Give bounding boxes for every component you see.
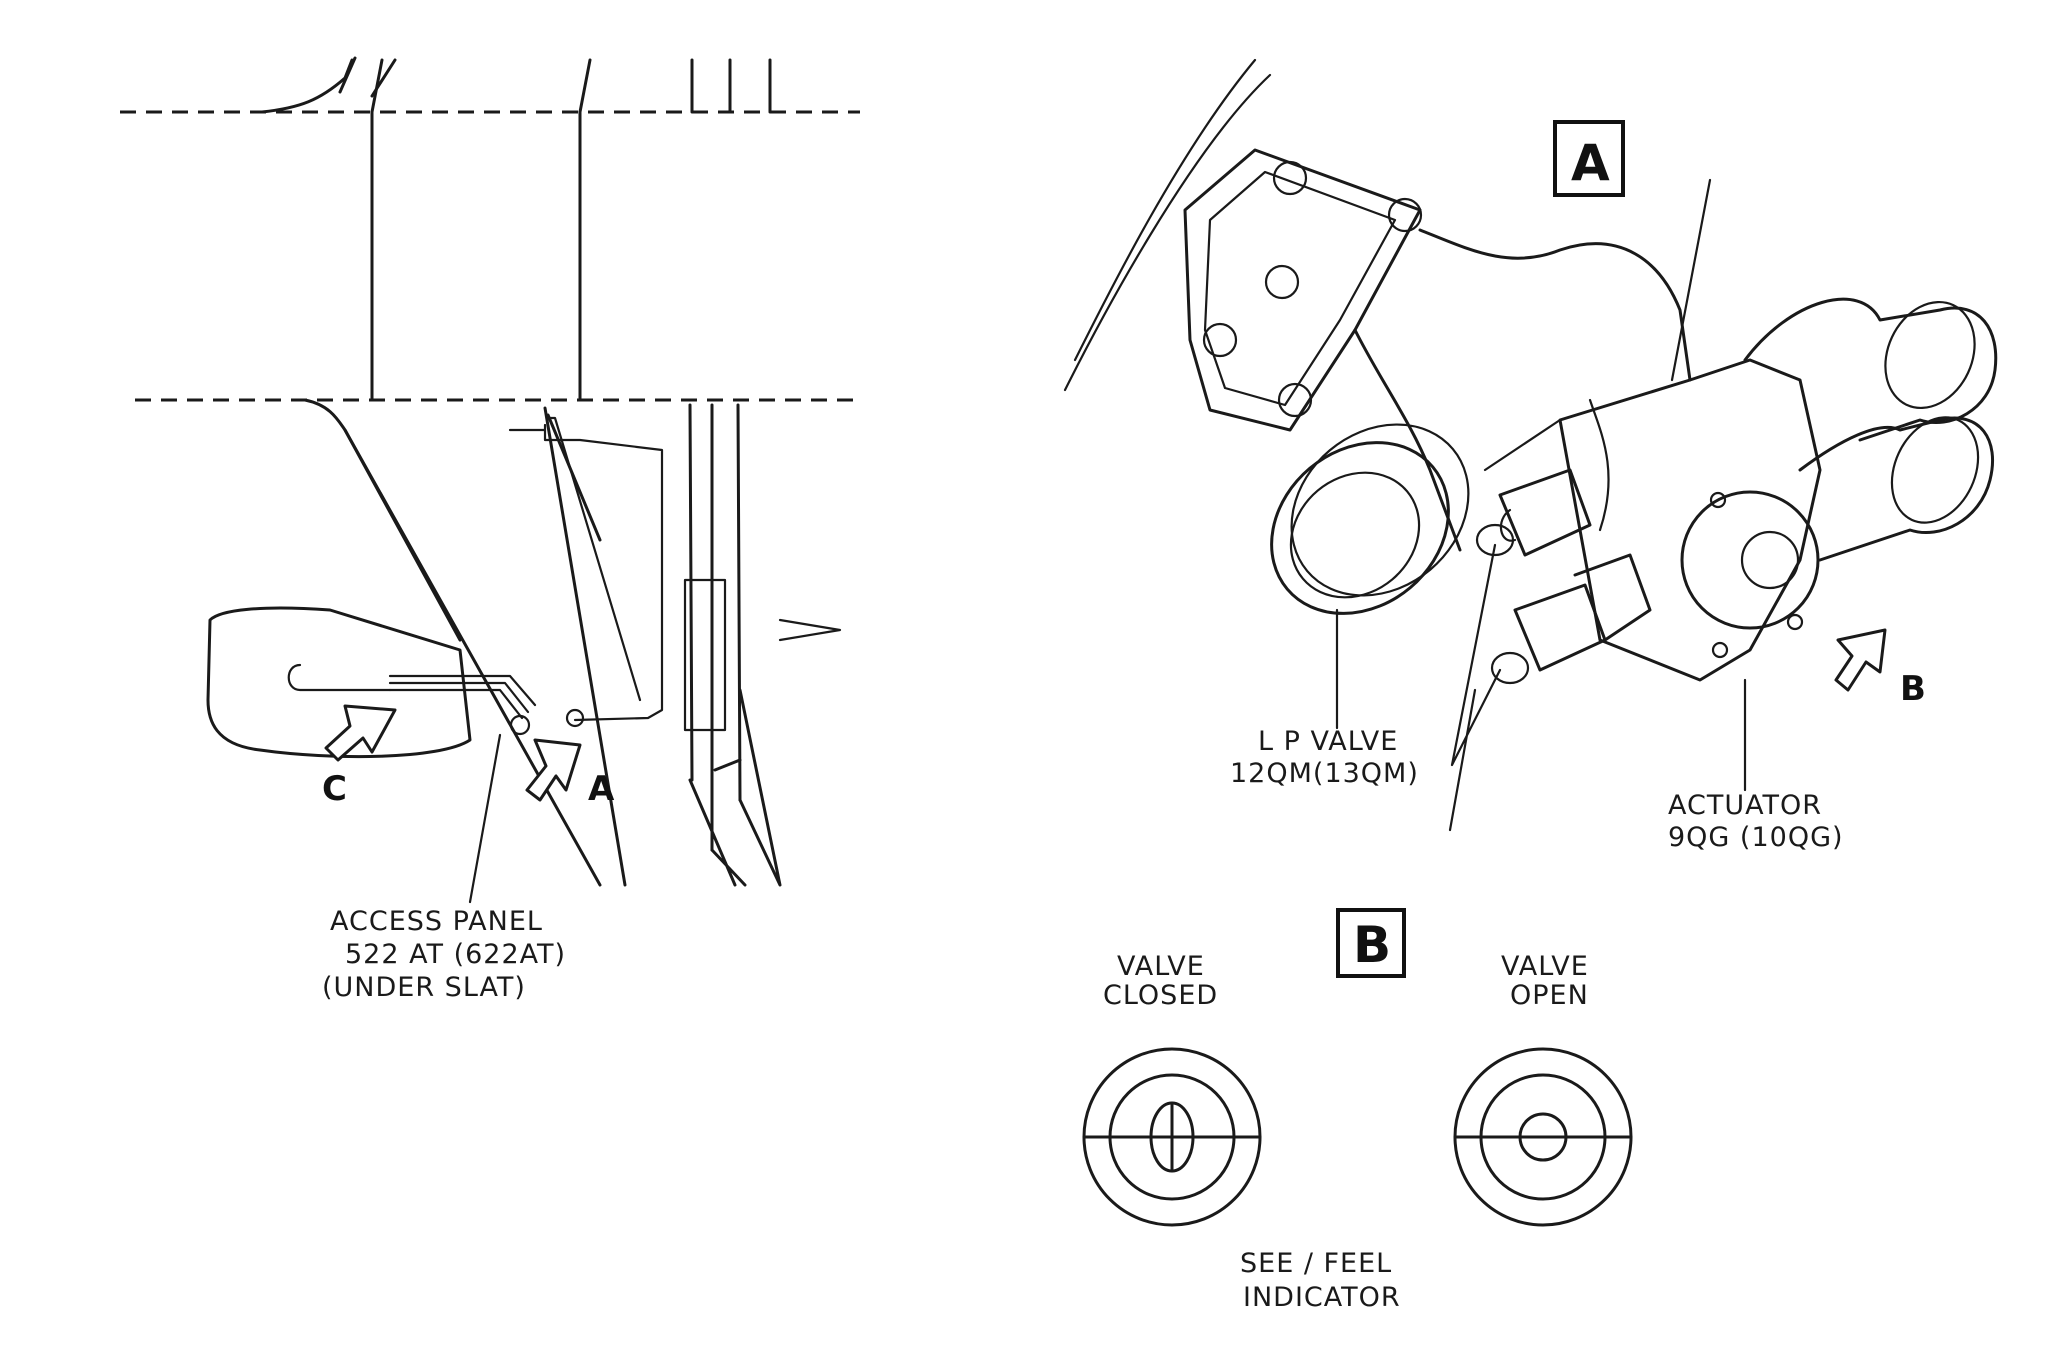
view-a-lp-valve: A bbox=[1063, 58, 1998, 853]
position-switch-lower bbox=[1490, 553, 1652, 685]
wing-structure-view: C A ACCESS PANEL 522 AT (622AT) (UNDER S… bbox=[120, 56, 860, 1003]
arrow-c-icon bbox=[324, 704, 397, 762]
access-panel-label-1: ACCESS PANEL bbox=[330, 906, 543, 937]
flange-bolt-2 bbox=[1387, 197, 1423, 233]
actuator-screw-1 bbox=[1709, 491, 1727, 509]
arrow-c-callout: C bbox=[322, 704, 397, 809]
arrow-b-callout: B bbox=[1834, 628, 1926, 709]
flange-bolt-4 bbox=[1202, 322, 1238, 358]
actuator-screw-2 bbox=[1786, 613, 1804, 631]
pylon-inner-edge bbox=[343, 428, 462, 642]
flange-bolt-1 bbox=[1272, 160, 1308, 196]
switch-lower-cover bbox=[1573, 553, 1652, 642]
view-b-indicator: B VALVE CLOSED VALVE OPEN SEE / FEEL IND… bbox=[1082, 908, 1633, 1313]
lp-valve-switch-leaders bbox=[1448, 543, 1502, 832]
duct-side-line bbox=[546, 416, 642, 702]
fairing-top-curve bbox=[260, 58, 354, 114]
access-panel-leader bbox=[468, 733, 502, 904]
skin-line-2 bbox=[1063, 73, 1272, 392]
open-center-indicator bbox=[1518, 1112, 1568, 1162]
valve-body-details bbox=[1483, 398, 1610, 532]
duct-pipes bbox=[388, 674, 537, 720]
access-panel-label-2: 522 AT (622AT) bbox=[345, 939, 566, 970]
valve-location-dot-2 bbox=[565, 708, 585, 728]
arrow-a-icon bbox=[525, 738, 582, 802]
actuator-body bbox=[1558, 358, 1822, 682]
valve-open-label-2: OPEN bbox=[1510, 980, 1589, 1011]
view-b-box-label: B bbox=[1353, 916, 1391, 974]
bleed-duct-line bbox=[508, 423, 664, 722]
arrow-b-icon bbox=[1834, 628, 1887, 692]
slat-cutout bbox=[287, 663, 392, 692]
valve-body-top bbox=[1418, 228, 1692, 382]
spar-lower-3 bbox=[736, 403, 742, 802]
see-feel-label-1: SEE / FEEL bbox=[1240, 1248, 1392, 1279]
view-a-box bbox=[1553, 120, 1625, 197]
mounting-flange-inner bbox=[1203, 170, 1397, 407]
arrow-b-label: B bbox=[1900, 669, 1926, 709]
outlet-tube-lower bbox=[1798, 416, 1995, 562]
flange-bolt-5 bbox=[1277, 382, 1313, 418]
spar-lower-1 bbox=[688, 403, 694, 782]
position-switch-upper bbox=[1475, 468, 1592, 557]
mounting-flange bbox=[1183, 148, 1422, 432]
actuator-indicator bbox=[1740, 530, 1800, 590]
actuator-screw-3 bbox=[1711, 641, 1729, 659]
skin-line-1 bbox=[1073, 58, 1257, 362]
actuator-label-2: 9QG (10QG) bbox=[1668, 822, 1844, 853]
pylon-right-edge bbox=[543, 406, 627, 887]
valve-closed-label-1: VALVE bbox=[1117, 951, 1205, 982]
arrow-a-label: A bbox=[588, 769, 615, 809]
view-b-box bbox=[1336, 908, 1406, 978]
outlet-tube-lower-end bbox=[1890, 416, 1980, 524]
valve-open-label-1: VALVE bbox=[1501, 951, 1589, 982]
outlet-ring-rim bbox=[1290, 423, 1470, 597]
view-a-box-label: A bbox=[1571, 134, 1610, 192]
arrow-c-label: C bbox=[322, 769, 347, 809]
valve-closed-label-2: CLOSED bbox=[1103, 980, 1218, 1011]
slat-outline bbox=[206, 606, 472, 759]
switch-upper-housing bbox=[1498, 468, 1592, 557]
fairing-top-strokes bbox=[338, 56, 397, 98]
spar-lower-lines bbox=[688, 688, 782, 887]
flange-bolt-3 bbox=[1264, 264, 1300, 300]
actuator-label-1: ACTUATOR bbox=[1668, 790, 1822, 821]
valve-location-dot bbox=[509, 714, 531, 736]
see-feel-label-2: INDICATOR bbox=[1243, 1282, 1401, 1313]
spar-bracket bbox=[683, 578, 727, 732]
valve-closed-indicator bbox=[1082, 1047, 1262, 1227]
spar-top-left bbox=[370, 58, 384, 114]
actuator-section-leader bbox=[1670, 178, 1712, 382]
lp-valve-label-2: 12QM(13QM) bbox=[1230, 758, 1419, 789]
spar-top-right bbox=[578, 58, 592, 114]
outlet-ring-outer bbox=[1270, 441, 1450, 615]
actuator-face bbox=[1680, 490, 1820, 630]
lp-valve-label-1: L P VALVE bbox=[1258, 726, 1398, 757]
outlet-tube-upper bbox=[1743, 297, 1998, 442]
switch-lower-plug bbox=[1490, 651, 1530, 685]
outlet-ring-inner bbox=[1289, 471, 1421, 599]
switch-upper-connector bbox=[1499, 508, 1517, 542]
nozzle-tip bbox=[778, 618, 842, 642]
access-panel-label-3: (UNDER SLAT) bbox=[322, 972, 526, 1003]
valve-open-indicator bbox=[1453, 1047, 1633, 1227]
switch-upper-plug bbox=[1475, 523, 1515, 557]
outlet-tube-upper-end bbox=[1884, 300, 1976, 410]
arrow-a-callout: A bbox=[525, 738, 615, 809]
